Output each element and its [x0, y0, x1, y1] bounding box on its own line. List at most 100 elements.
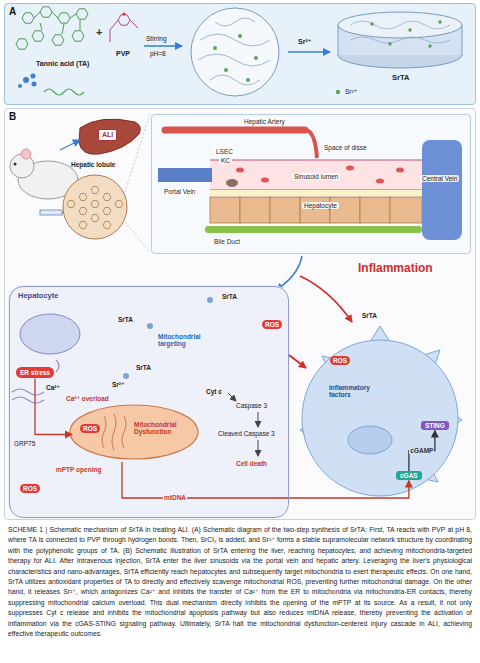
annotation-label: PVP [116, 50, 130, 58]
node-text: Bile Duct [212, 238, 242, 245]
illustration-shape [348, 426, 392, 454]
illustration-shape [254, 56, 258, 60]
illustration-shape [8, 285, 288, 517]
node-text: ALI [102, 131, 113, 139]
illustration-shape [21, 149, 31, 159]
protein-box: STING [421, 421, 449, 430]
illustration-shape [31, 74, 36, 79]
node-text: LSEC [214, 148, 235, 155]
illustration-shape [360, 197, 390, 223]
node-text: Hepatocyte [18, 292, 58, 301]
illustration-shape [258, 412, 259, 427]
illustration-shape [300, 197, 330, 223]
annotation-label: Cleaved Caspase 3 [218, 430, 275, 437]
ros-badge: ROS [262, 320, 282, 329]
illustration-shape [207, 297, 213, 303]
annotation-label: Ca²⁺ [46, 384, 60, 391]
illustration-shape [462, 25, 463, 55]
illustration-shape [76, 9, 88, 19]
illustration-shape [102, 414, 126, 450]
illustration-shape [422, 140, 462, 240]
illustration-shape [79, 119, 140, 154]
illustration-shape [34, 12, 80, 34]
illustration-shape [79, 208, 87, 215]
illustration-shape [67, 201, 75, 208]
illustration-shape [16, 39, 28, 49]
illustration-shape [236, 166, 404, 184]
illustration-shape [103, 194, 111, 201]
protein-box: cGAS [396, 471, 422, 480]
connector [122, 462, 409, 498]
node-text: STING [425, 422, 445, 429]
node-text: Central Vein [420, 175, 459, 182]
annotation-label: Ca²⁺ overload [66, 395, 109, 402]
illustration-shape [118, 15, 130, 25]
panel-frame: BALIHepatic lobuleHepatic ArteryLSECKCSp… [4, 108, 476, 520]
node-text: Portal Vein [162, 188, 197, 195]
illustration-shape [32, 31, 44, 41]
node-text: Space of disse [322, 144, 369, 151]
annotation-label: SrTA [362, 312, 377, 319]
illustration-shape [228, 393, 236, 401]
annotation-label: Mitochondrial targeting [158, 333, 212, 348]
illustration-shape [205, 226, 422, 233]
ros-badge: ROS [80, 424, 100, 433]
illustration-shape [122, 12, 125, 15]
illustration-shape [276, 256, 302, 290]
illustration-shape [213, 46, 217, 50]
illustration-shape [20, 314, 80, 354]
annotation-label: Cyt c [206, 388, 222, 395]
annotation-label: Sr²⁺ [112, 381, 124, 388]
illustration-shape [60, 140, 80, 150]
illustration-shape [125, 222, 150, 252]
illustration-shape [23, 77, 29, 83]
node-text: Sinusoid lumen [292, 173, 340, 180]
annotation-label: Cell death [236, 460, 267, 467]
illustration-shape [390, 197, 422, 223]
illustration-shape [246, 78, 250, 82]
edge-label: cGAMP [409, 447, 434, 454]
caption: SCHEME 1 | Schematic mechanism of SrTA i… [8, 525, 472, 639]
annotation-label: Caspase 3 [236, 402, 267, 409]
annotation-label: SrTA [136, 364, 151, 371]
illustration-shape [346, 166, 354, 171]
illustration-shape [210, 190, 422, 196]
node-text: ER stress [20, 369, 50, 376]
illustration-shape [258, 440, 259, 456]
illustration-shape [40, 210, 62, 215]
node-text: Inflammatory factors [329, 384, 391, 399]
macrophage: Inflammatory factorsSTING cGAS [299, 326, 464, 511]
illustration-shape [22, 13, 34, 23]
illustration-shape [123, 297, 213, 379]
illustration-shape [224, 68, 228, 72]
illustration-shape [191, 8, 279, 96]
illustration-shape [102, 414, 126, 450]
illustration-shape [165, 127, 305, 134]
illustration-shape [289, 355, 306, 368]
illustration-shape [350, 21, 450, 43]
illustration-shape [4, 108, 476, 520]
illustration-shape [103, 208, 111, 215]
ros-badge: ROS [330, 356, 350, 365]
illustration-shape [125, 114, 150, 192]
illustration-shape [236, 168, 244, 173]
illustration-shape [72, 31, 84, 41]
illustration-shape [79, 222, 87, 229]
illustration-shape [150, 113, 470, 253]
illustration-shape [438, 20, 442, 24]
node-text: KC [219, 157, 232, 164]
mitochondrion: Mitochondrial Dysfunction [72, 407, 200, 462]
organ-badge: ALI [98, 129, 117, 141]
illustration-shape [18, 74, 37, 89]
illustration-shape [210, 197, 422, 223]
annotation-label: Stirring [146, 35, 167, 42]
annotation-label: Sr²⁺ [298, 38, 311, 46]
illustration-shape [396, 168, 404, 173]
illustration-shape [370, 22, 374, 26]
stress-badge: ER stress [16, 367, 54, 378]
illustration-shape [305, 130, 317, 158]
node-text: Hepatic lobule [71, 161, 115, 168]
illustration-shape [388, 42, 392, 46]
illustration-shape [110, 15, 138, 42]
node-text: Mitochondrial Dysfunction [134, 421, 196, 436]
